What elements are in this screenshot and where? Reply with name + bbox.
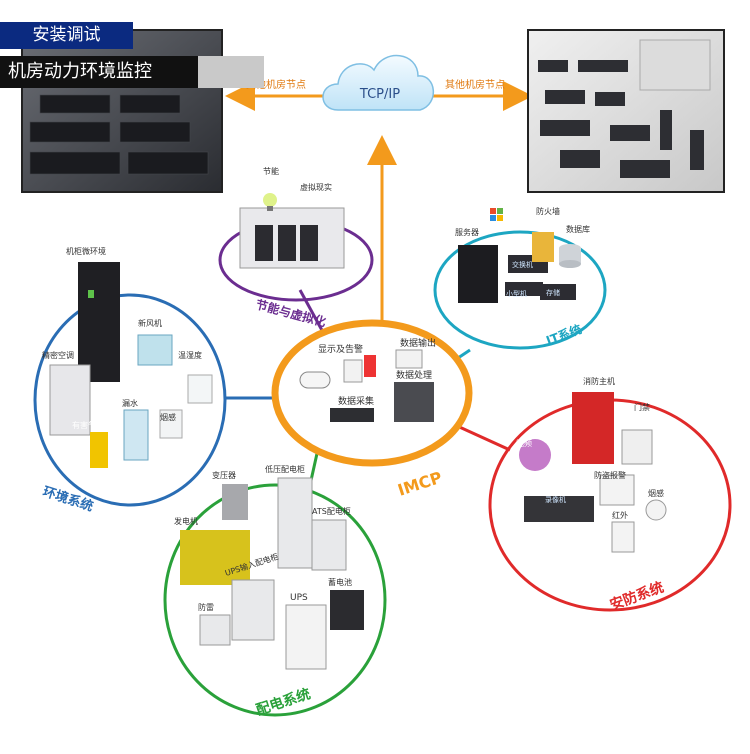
sec-camera-label: 视频 [516,438,532,448]
imcp-data-process-label: 数据处理 [396,369,432,381]
sec-smoke-label: 烟感 [648,488,664,498]
database-icon [559,244,581,268]
it-switch-label: 交换机 [512,260,533,269]
windows-logo-icon [490,208,503,221]
env-smoke-label: 烟感 [160,412,176,422]
it-minicomputer-label: 小型机 [506,289,527,298]
cloud-icon: TCP/IP [322,54,435,111]
energy-save-label: 节能 [263,166,279,176]
power-low-voltage-label: 低压配电柜 [265,464,305,474]
page-title-tag: 机房动力环境监控 [0,56,198,88]
sec-access-label: 门禁 [634,402,650,412]
title-tag-extension [198,56,264,88]
power-ats-label: ATS配电柜 [312,506,351,516]
it-system: 服务器 防火墙 数据库 交换机 小型机 存储 IT系统 [433,206,607,350]
it-firewall-label: 防火墙 [536,206,560,216]
lightbulb-icon [263,193,277,211]
env-gas-label: 有害气体 [72,420,104,430]
env-humidity-label: 温湿度 [178,350,202,360]
env-title: 环境系统 [41,484,95,515]
power-lightning-label: 防雷 [198,602,214,612]
server-room-left-image [21,29,223,193]
install-debug-tag: 安装调试 [0,22,133,49]
security-system: 消防主机 门禁 视频 防盗报警 录像机 烟感 红外 安防系统 [488,376,732,614]
env-leak-label: 漏水 [122,398,138,408]
energy-virtual-label: 虚拟现实 [300,182,332,192]
it-storage-label: 存储 [546,288,560,297]
imcp-alarm-label: 显示及告警 [318,343,363,355]
imcp-center: 显示及告警 数据输出 数据采集 数据处理 IMCP [271,319,473,500]
imcp-data-out-label: 数据输出 [400,337,436,349]
it-title: IT系统 [544,321,584,348]
power-system: 变压器 低压配电柜 发电机 ATS配电柜 UPS输入配电柜 蓄电池 UPS 防雷… [163,464,387,719]
connector-security [454,423,511,452]
power-ups-label: UPS [290,593,308,603]
it-server-label: 服务器 [455,227,479,237]
sec-infrared-label: 红外 [612,510,628,520]
cloud-label: TCP/IP [359,87,400,102]
sec-anti-theft-label: 防盗报警 [594,470,626,480]
server-room-right-image [527,29,725,193]
it-database-label: 数据库 [566,224,590,234]
right-node-label: 其他机房节点 [445,78,505,91]
imcp-title: IMCP [395,468,444,500]
sec-fire-host-label: 消防主机 [583,376,615,386]
env-aircon-label: 精密空调 [42,350,74,360]
imcp-data-collect-label: 数据采集 [338,395,374,407]
env-cabinet-label: 机柜微环境 [66,246,106,256]
energy-system: 节能 虚拟现实 节能与虚拟化 [218,166,374,330]
power-transformer-label: 变压器 [212,470,236,480]
power-battery-label: 蓄电池 [328,577,352,587]
power-generator-label: 发电机 [174,516,198,526]
alarm-light-icon [364,355,376,377]
sec-nvr-label: 录像机 [545,495,566,504]
environment-system: 机柜微环境 新风机 精密空调 温湿度 有害气体 漏水 烟感 环境系统 [33,246,227,515]
alarm-device-icon [299,371,331,389]
env-fresh-air-label: 新风机 [138,318,162,328]
